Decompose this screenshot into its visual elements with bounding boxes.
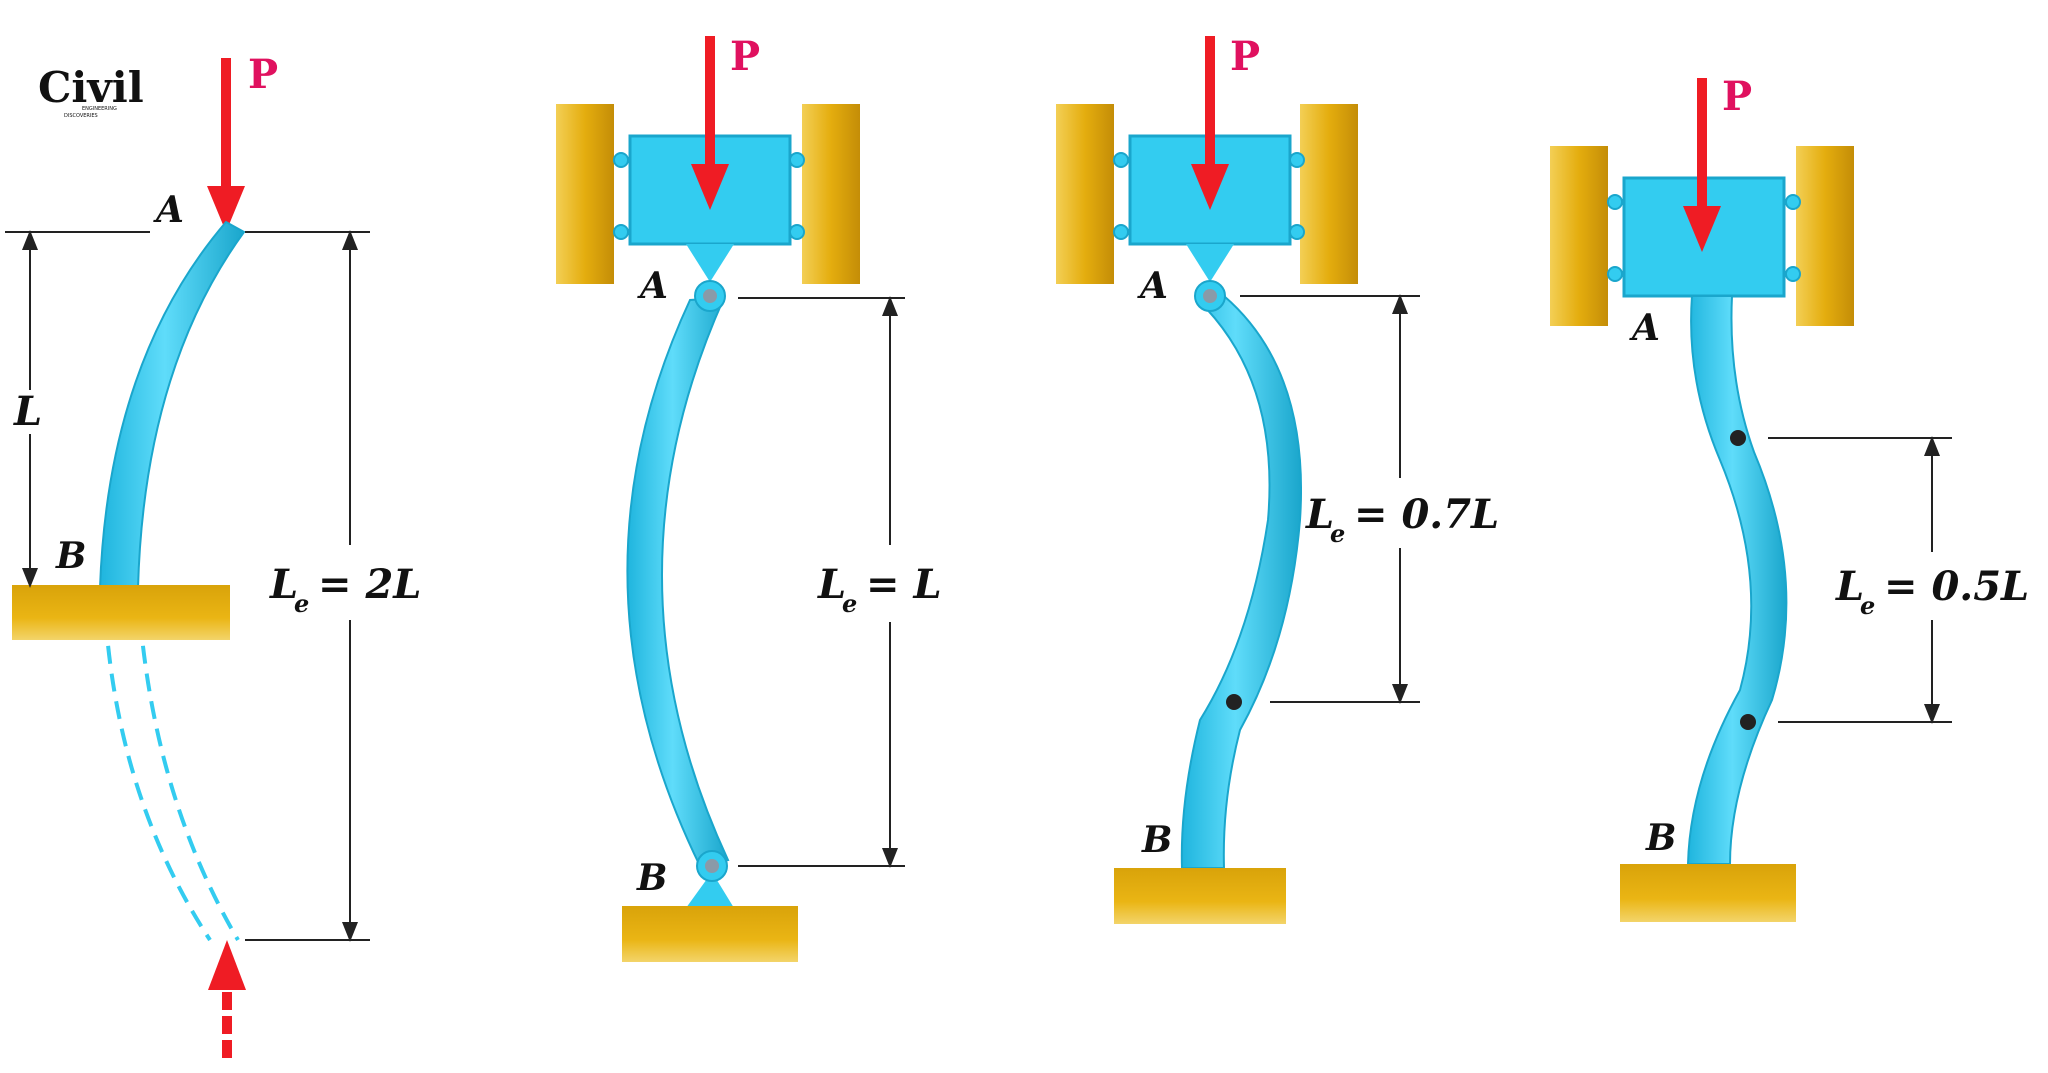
- load-label: P: [1230, 33, 1260, 80]
- le-symbol: L: [1305, 491, 1334, 538]
- le-subscript: e: [842, 589, 857, 618]
- pin-top-center: [1203, 289, 1217, 303]
- inflection-point: [1730, 430, 1746, 446]
- load-arrow: [691, 36, 729, 210]
- fixed-support: [1620, 864, 1796, 922]
- logo-subtext-2: DISCOVERIES: [64, 113, 98, 119]
- le-value: = 0.5L: [1884, 563, 2029, 610]
- le-subscript: e: [1860, 591, 1875, 620]
- point-b-label: B: [1645, 817, 1676, 859]
- buckled-column: [1686, 295, 1788, 865]
- pin-bracket-top: [1186, 244, 1234, 282]
- point-a-label: A: [1137, 265, 1168, 307]
- logo-text: Civil: [38, 63, 144, 112]
- guide-wall-right: [1796, 146, 1854, 326]
- column-diagram-fixed-fixed: P A B L e = 0.5L: [1550, 73, 2044, 922]
- buckled-column: [98, 220, 246, 589]
- load-label: P: [248, 51, 278, 98]
- mirrored-column-right-edge: [136, 589, 240, 942]
- logo: Civil ENGINEERING DISCOVERIES: [38, 63, 144, 119]
- point-a-label: A: [153, 189, 184, 231]
- point-b-label: B: [636, 857, 667, 899]
- length-label: L: [13, 388, 42, 435]
- pin-bracket-top: [686, 244, 734, 282]
- buckled-column: [1180, 294, 1302, 869]
- column-diagram-fixed-pinned: P A B L e = 0.7L: [1056, 33, 1510, 924]
- le-symbol: L: [1835, 563, 1864, 610]
- point-a-label: A: [637, 265, 668, 307]
- pin-bracket-bottom: [686, 872, 734, 908]
- le-value: = L: [866, 561, 942, 608]
- guide-wall-right: [802, 104, 860, 284]
- column-diagram-pinned-pinned: P A B L e = L: [556, 33, 965, 962]
- guide-wall-right: [1300, 104, 1358, 284]
- point-b-label: B: [1141, 819, 1172, 861]
- le-symbol: L: [817, 561, 846, 608]
- fixed-support: [12, 585, 230, 640]
- fixed-support: [622, 906, 798, 962]
- mirrored-column-left-edge: [102, 589, 212, 942]
- load-arrow: [1683, 78, 1721, 252]
- inflection-point: [1740, 714, 1756, 730]
- inflection-point: [1226, 694, 1242, 710]
- point-b-label: B: [55, 535, 86, 577]
- le-symbol: L: [269, 561, 298, 608]
- le-value: = 2L: [318, 561, 421, 608]
- le-subscript: e: [294, 589, 309, 618]
- point-a-label: A: [1629, 307, 1660, 349]
- le-value: = 0.7L: [1354, 491, 1499, 538]
- load-arrow: [207, 58, 245, 232]
- pin-top-center: [703, 289, 717, 303]
- pin-bottom-center: [705, 859, 719, 873]
- load-label: P: [730, 33, 760, 80]
- load-label: P: [1722, 73, 1752, 120]
- guide-wall-left: [1056, 104, 1114, 284]
- logo-subtext-1: ENGINEERING: [82, 106, 117, 112]
- reaction-arrow-dashed: [208, 940, 246, 1058]
- load-arrow: [1191, 36, 1229, 210]
- buckled-column: [626, 296, 730, 868]
- guide-wall-left: [556, 104, 614, 284]
- le-subscript: e: [1330, 519, 1345, 548]
- column-diagram-fixed-free: P L A B L e = 2L: [5, 51, 438, 1058]
- fixed-support: [1114, 868, 1286, 924]
- guide-wall-left: [1550, 146, 1608, 326]
